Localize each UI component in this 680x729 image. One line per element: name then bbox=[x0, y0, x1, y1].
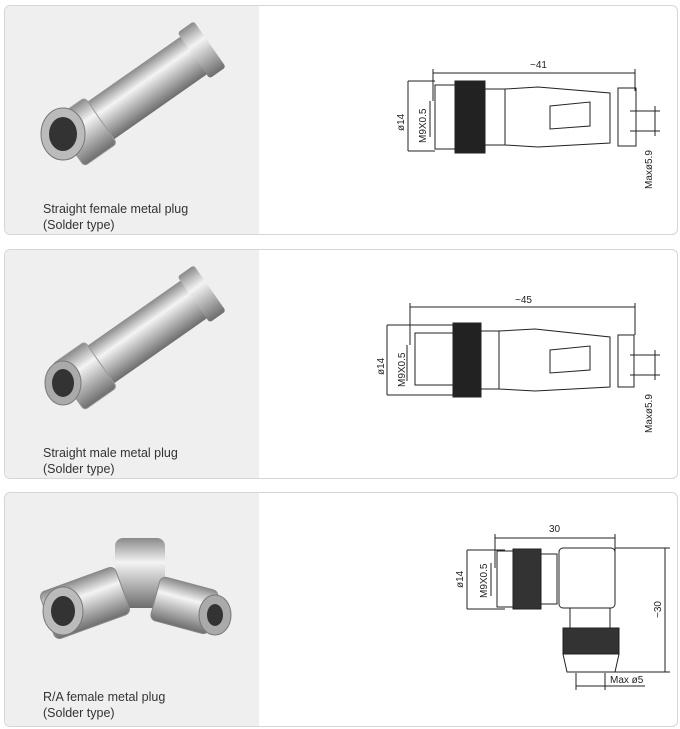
product-photo-panel: R/A female metal plug (Solder type) bbox=[5, 493, 259, 726]
cable-dimension: Max ø5 bbox=[610, 675, 644, 686]
height-dimension: ~30 bbox=[653, 601, 664, 618]
length-dimension: ~45 bbox=[515, 295, 532, 306]
product-name: R/A female metal plug bbox=[43, 690, 166, 704]
cable-dimension: Maxø5.9 bbox=[644, 394, 655, 433]
thread-dimension: M9X0.5 bbox=[397, 352, 408, 387]
product-type: (Solder type) bbox=[43, 462, 115, 476]
product-card-straight-female: Straight female metal plug (Solder type)… bbox=[4, 5, 678, 235]
thread-dimension: M9X0.5 bbox=[479, 563, 490, 598]
thread-dimension: M9X0.5 bbox=[418, 108, 429, 143]
dimension-drawing: ~45 ø14 M9X0.5 Maxø5.9 bbox=[376, 295, 660, 433]
length-dimension: 30 bbox=[549, 524, 561, 535]
diameter-dimension: ø14 bbox=[455, 570, 466, 588]
product-type: (Solder type) bbox=[43, 706, 115, 720]
product-name: Straight female metal plug bbox=[43, 202, 189, 216]
dimension-drawing: 30 ~30 ø14 M9X0.5 Max ø5 bbox=[455, 524, 670, 690]
product-card-straight-male: Straight male metal plug (Solder type) ~… bbox=[4, 249, 678, 479]
product-photo-panel: Straight female metal plug (Solder type) bbox=[5, 6, 259, 234]
product-name: Straight male metal plug bbox=[43, 446, 178, 460]
straight-female-plug-image bbox=[40, 22, 225, 166]
diameter-dimension: ø14 bbox=[396, 113, 407, 131]
right-angle-female-plug-image bbox=[40, 538, 232, 639]
dimension-drawing: ~41 ø14 M9X0.5 Maxø5.9 bbox=[396, 60, 660, 189]
cable-dimension: Maxø5.9 bbox=[644, 150, 655, 189]
straight-male-plug-image bbox=[44, 266, 225, 410]
diameter-dimension: ø14 bbox=[376, 357, 387, 375]
length-dimension: ~41 bbox=[530, 60, 547, 71]
product-card-right-angle-female: R/A female metal plug (Solder type) 30 ~… bbox=[4, 492, 678, 727]
product-type: (Solder type) bbox=[43, 218, 115, 232]
product-photo-panel: Straight male metal plug (Solder type) bbox=[5, 250, 259, 478]
